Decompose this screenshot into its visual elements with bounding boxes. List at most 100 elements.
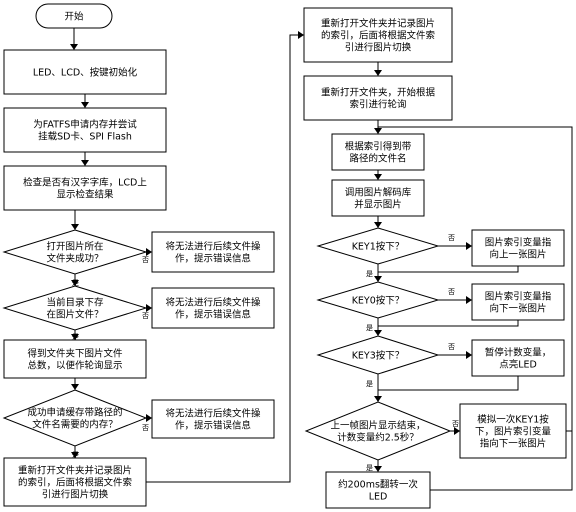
get-total-box — [3, 339, 147, 379]
connector — [146, 34, 304, 483]
arrowhead — [71, 224, 79, 230]
dec-key3-decision — [316, 335, 440, 375]
poll-text-1: 重新打开文件夹，开始根据 — [321, 87, 436, 99]
get-name-text-2: 路径的文件名 — [349, 153, 406, 165]
act-key1-box — [471, 229, 565, 267]
arrowhead — [374, 330, 382, 336]
start-text: 开始 — [64, 11, 84, 23]
arrowhead — [374, 466, 382, 472]
dec-key0-decision — [316, 281, 440, 319]
mount-text-1: 为FATFS申请内存并尝试 — [33, 119, 137, 131]
err-mem-text-2: 作，提示错误信息 — [175, 420, 251, 432]
dec-mem-text-2: 文件名需要的内存？ — [32, 419, 118, 431]
act-key0-text-2: 向下一张图片 — [489, 303, 546, 315]
dec-open-dir-text-2: 文件夹成功？ — [46, 253, 103, 265]
poll-box — [303, 75, 453, 121]
err-open-dir-box — [151, 231, 275, 273]
arrowhead — [374, 276, 382, 282]
dec-has-pic-text-1: 当前目录下存 — [46, 297, 104, 309]
dec-has-pic-text-2: 在图片文件？ — [46, 309, 103, 321]
err-has-pic-text-2: 作，提示错误信息 — [175, 309, 251, 321]
branch-label-no: 否 — [142, 256, 149, 264]
check-font-box — [3, 165, 167, 211]
init-text: LED、LCD、按键初始化 — [33, 67, 138, 79]
arrowhead — [81, 102, 89, 108]
act-key0-box — [471, 283, 565, 321]
dec-open-dir-decision — [2, 229, 148, 275]
act-time-text-2: 下，图片索引变量 — [475, 426, 552, 438]
node-shapes — [2, 3, 567, 509]
dec-time-text-2: 计数变量约2.5秒？ — [337, 432, 419, 444]
init-box — [3, 49, 167, 95]
arrowhead — [146, 248, 152, 256]
reopen-left-text-3: 引进行图片切换 — [42, 489, 109, 501]
reopen-left-text-2: 的索引，后面将根据文件索 — [18, 477, 132, 489]
dec-key1-text: KEY1按下？ — [352, 241, 405, 253]
arrowhead — [374, 222, 382, 228]
dec-time-decision — [304, 401, 452, 461]
act-key0-text-1: 图片索引变量指 — [485, 291, 552, 303]
toggle-led-text-2: LED — [369, 492, 388, 503]
check-font-text-1: 检查是否有汉字字库，LCD上 — [23, 177, 147, 189]
reopen-right-text-3: 引进行图片切换 — [345, 42, 412, 54]
dec-key0-text: KEY0按下？ — [352, 295, 405, 307]
err-open-dir-text-2: 作，提示错误信息 — [175, 253, 251, 265]
arrowhead — [71, 280, 79, 286]
dec-mem-text-1: 成功申请缓存带路径的 — [27, 407, 122, 419]
branch-label-no: 否 — [448, 343, 455, 351]
get-name-text-1: 根据索引得到带 — [345, 141, 412, 153]
arrowhead — [71, 384, 79, 390]
start-terminal — [35, 3, 113, 29]
arrowhead — [374, 128, 382, 134]
arrowhead — [146, 304, 152, 312]
act-key3-text-1: 暂停计数变量， — [485, 347, 552, 359]
reopen-right-box — [303, 7, 453, 63]
arrowhead — [146, 414, 152, 422]
arrowhead — [374, 396, 382, 402]
decode-text-2: 并显示图片 — [354, 199, 402, 211]
arrowhead — [454, 427, 460, 435]
arrowhead — [71, 452, 79, 458]
branch-label-yes: 是 — [366, 324, 373, 332]
arrowhead — [71, 334, 79, 340]
branch-label-yes: 是 — [72, 279, 79, 287]
reopen-left-box — [3, 457, 147, 507]
arrowhead — [81, 160, 89, 166]
act-time-text-3: 指向下一张图片 — [480, 438, 547, 450]
branch-label-yes: 是 — [366, 464, 373, 472]
act-key1-text-1: 图片索引变量指 — [485, 237, 552, 249]
branch-label-no: 否 — [448, 288, 455, 296]
reopen-right-text-2: 的索引，后面将根据文件索 — [321, 30, 435, 42]
branch-label-yes: 是 — [72, 333, 79, 341]
decode-text-1: 调用图片解码库 — [345, 187, 412, 199]
connector — [378, 266, 519, 273]
toggle-led-box — [325, 471, 431, 509]
arrowhead — [374, 70, 382, 76]
err-mem-text-1: 将无法进行后续文件操 — [165, 408, 261, 420]
branch-label-yes: 是 — [366, 380, 373, 388]
connector — [378, 376, 519, 391]
dec-mem-decision — [2, 389, 148, 447]
err-open-dir-text-1: 将无法进行后续文件操 — [165, 241, 261, 253]
mount-text-2: 挂载SD卡、SPI Flash — [38, 131, 132, 143]
err-has-pic-box — [151, 287, 275, 329]
arrowhead — [374, 174, 382, 180]
decode-box — [331, 179, 425, 217]
toggle-led-text-1: 约200ms翻转一次 — [338, 479, 418, 491]
connector-lines — [70, 28, 573, 491]
get-name-box — [331, 133, 425, 171]
arrowhead — [298, 31, 304, 39]
err-has-pic-text-1: 将无法进行后续文件操 — [165, 297, 261, 309]
arrowhead — [466, 351, 472, 359]
dec-key3-text: KEY3按下？ — [352, 350, 405, 362]
connector — [430, 431, 573, 491]
dec-key1-decision — [316, 227, 440, 265]
err-mem-box — [151, 399, 275, 439]
act-key1-text-2: 向上一张图片 — [489, 249, 546, 261]
connector — [378, 320, 519, 327]
check-font-text-2: 显示检查结果 — [56, 189, 114, 201]
get-total-text-2: 总数，以便作轮询显示 — [27, 360, 122, 372]
arrowhead — [70, 44, 78, 50]
